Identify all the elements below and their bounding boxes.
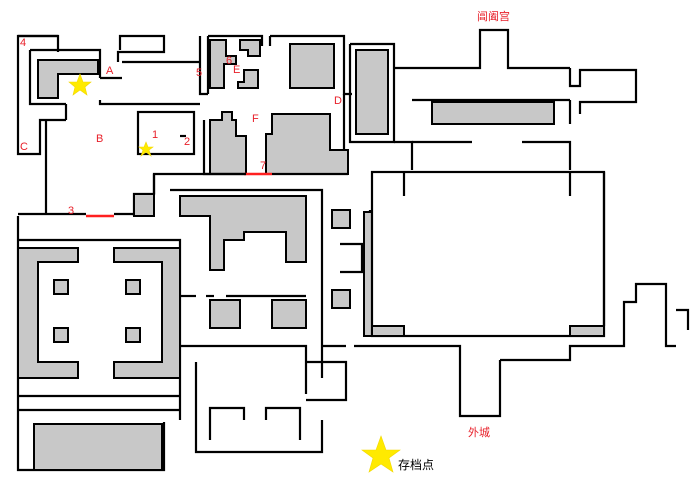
block-courtyard-corner-right xyxy=(569,325,605,337)
map-labels: 4 A 5 6 E D B 1 2 C F 7 3 阊阖宫 外城 xyxy=(20,9,510,439)
block-courtyard-corner-left xyxy=(371,325,405,337)
label-6: 6 xyxy=(226,55,232,67)
label-f: F xyxy=(252,113,259,125)
block-tile-3 xyxy=(53,327,69,343)
block-palace xyxy=(431,101,555,125)
save-points xyxy=(68,73,401,473)
block-right-5 xyxy=(289,43,335,89)
block-fortress-left xyxy=(17,247,79,379)
courtyard xyxy=(370,170,606,338)
region-west xyxy=(16,172,246,472)
label-a: A xyxy=(106,65,114,77)
block-f-right xyxy=(265,113,349,175)
legend-save-point-label: 存档点 xyxy=(398,458,434,472)
save-point-star-icon xyxy=(138,141,154,157)
label-e: E xyxy=(233,64,240,76)
region-east xyxy=(331,170,690,418)
region-palace xyxy=(394,28,638,170)
block-east-2 xyxy=(331,289,351,309)
region-northwest xyxy=(16,34,200,216)
block-e-top xyxy=(239,39,261,57)
block-center-main xyxy=(179,195,307,271)
region-center xyxy=(152,174,348,454)
block-tile-4 xyxy=(125,327,141,343)
block-fortress-right xyxy=(113,247,181,379)
block-nw xyxy=(37,59,99,99)
block-center-1 xyxy=(209,299,241,329)
block-tile-1 xyxy=(53,279,69,295)
block-tile-2 xyxy=(125,279,141,295)
label-5: 5 xyxy=(196,67,202,79)
legend-star-icon xyxy=(361,435,401,473)
label-palace: 阊阖宫 xyxy=(477,9,510,23)
block-e-side xyxy=(237,69,259,89)
label-d: D xyxy=(334,95,342,107)
label-3: 3 xyxy=(68,205,74,217)
block-east-wall-left xyxy=(363,211,373,337)
block-bottom-west xyxy=(33,423,163,471)
label-4: 4 xyxy=(20,37,26,49)
save-point-star-icon xyxy=(68,73,92,96)
block-6 xyxy=(209,39,237,89)
label-outer-city: 外城 xyxy=(468,426,490,439)
room-1-2 xyxy=(136,110,196,156)
block-d xyxy=(355,49,389,135)
block-small-west xyxy=(133,193,155,217)
label-2: 2 xyxy=(184,136,190,148)
block-f-left xyxy=(209,111,247,175)
label-b: B xyxy=(96,133,103,145)
block-center-2 xyxy=(271,299,307,329)
label-7: 7 xyxy=(260,160,266,172)
label-c: C xyxy=(20,141,28,153)
label-1: 1 xyxy=(152,129,158,141)
block-east-1 xyxy=(331,209,351,229)
